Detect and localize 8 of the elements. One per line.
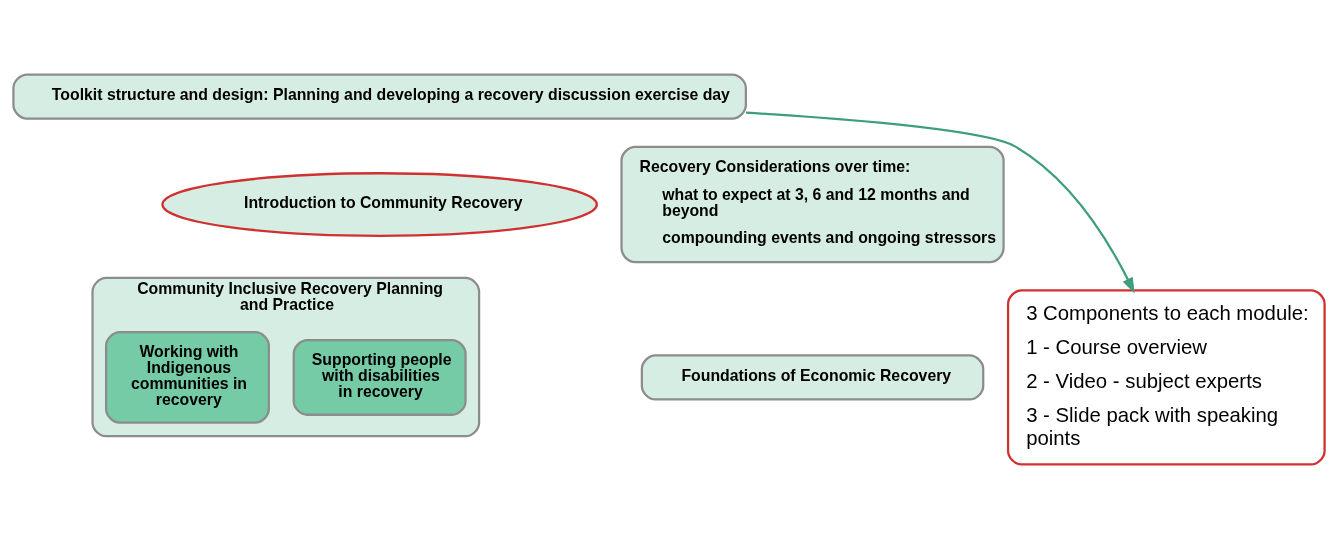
node-box: Foundations of Economic Recovery — [640, 354, 985, 401]
node-box: Toolkit structure and design: Planning and developing a recovery discussion exercise day — [12, 73, 747, 120]
arrow — [745, 111, 1135, 294]
node-box: Supporting people with disabilities in recovery — [292, 339, 467, 416]
node-box: Recovery Considerations over time: what to expect at 3, 6 and 12 months and beyond compounding events and ongoing stressors — [620, 145, 1005, 264]
node-ellipse: Introduction to Community Recovery — [161, 172, 598, 237]
node-box: Working with Indigenous communities in recovery — [104, 331, 270, 424]
node-box: 3 Components to each module: 1 - Course overview 2 - Video - subject experts 3 - Slide pack with speaking points — [1006, 289, 1326, 466]
